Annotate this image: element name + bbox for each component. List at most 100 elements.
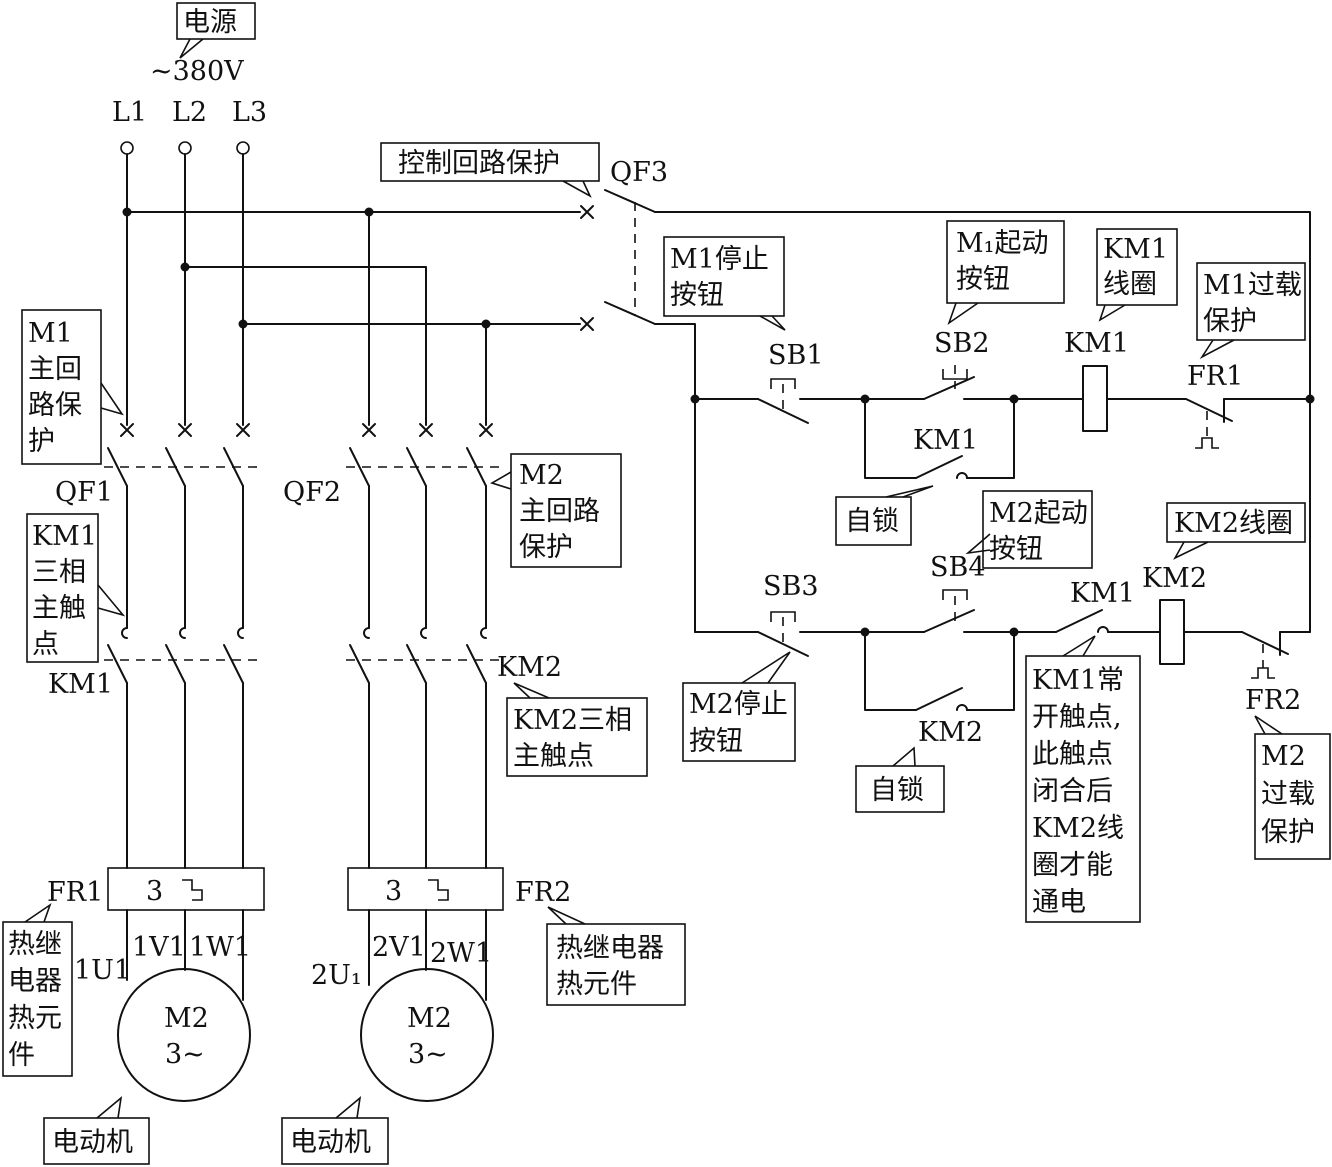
fr1-count: 3 (146, 876, 163, 907)
fr1-label: FR1 (47, 877, 103, 908)
svg-text:热元件: 热元件 (556, 969, 637, 1000)
km1-main-label: KM1 (48, 669, 113, 700)
svg-text:点: 点 (32, 629, 59, 660)
callout-m2-overload: M2 过载 保护 (1254, 715, 1331, 860)
km2-selflock-label: KM2 (918, 717, 983, 748)
callout-km1-main-contacts: KM1 三相 主触 点 (26, 513, 126, 663)
motor-1-terminal-w: 1W1 (189, 932, 251, 963)
svg-text:主触: 主触 (32, 593, 86, 624)
svg-text:热元: 热元 (8, 1003, 62, 1034)
callout-self-lock-1: 自锁 (835, 485, 934, 546)
svg-text:M2起动: M2起动 (989, 498, 1088, 529)
svg-text:主回: 主回 (28, 354, 82, 385)
svg-text:保护: 保护 (1203, 306, 1257, 337)
svg-text:闭合后: 闭合后 (1032, 776, 1113, 807)
svg-text:按钮: 按钮 (956, 264, 1010, 295)
motor-1: M2 3~ 1U1 1V1 1W1 (74, 932, 251, 1102)
svg-text:路保: 路保 (28, 390, 82, 421)
svg-text:热继电器: 热继电器 (556, 933, 664, 964)
svg-text:此触点: 此触点 (1032, 739, 1113, 770)
km1-coil-label: KM1 (1064, 328, 1129, 359)
qf2-breaker: QF2 (283, 423, 505, 629)
km1-interlock-label: KM1 (1070, 578, 1135, 609)
svg-text:护: 护 (28, 426, 55, 457)
svg-text:M₁起动: M₁起动 (956, 228, 1048, 259)
motor-2-phase: 3~ (408, 1039, 448, 1070)
svg-text:保护: 保护 (519, 532, 573, 563)
svg-text:M2停止: M2停止 (689, 689, 788, 720)
fr2-nc-label: FR2 (1245, 685, 1301, 716)
sb2-label: SB2 (934, 328, 990, 359)
svg-text:KM2线圈: KM2线圈 (1174, 508, 1293, 539)
svg-text:过载: 过载 (1261, 779, 1315, 810)
supply-voltage: ~380V (150, 56, 244, 87)
km2-main-label: KM2 (497, 652, 562, 683)
svg-text:电动机: 电动机 (290, 1127, 371, 1158)
qf3-label: QF3 (610, 157, 668, 188)
motor-2: M2 3~ 2U₁ 2V1 2W1 (311, 932, 494, 1102)
motor-1-terminal-u: 1U1 (74, 955, 131, 986)
qf3-breaker: QF3 控制回路保护 (380, 142, 668, 331)
fr1-thermal-element: 3 FR1 (47, 867, 265, 1001)
motor-2-terminal-v: 2V1 (372, 932, 426, 963)
phase-l2-label: L2 (172, 97, 207, 128)
callout-m2-main-protect: M2 主回路 保护 (490, 453, 622, 568)
callout-m1-overload: M1过载 保护 (1196, 262, 1306, 360)
main-bus (122, 153, 581, 426)
callout-km2-main-contacts: KM2三相 主触点 (506, 682, 648, 777)
svg-text:电器: 电器 (8, 966, 62, 997)
svg-text:M2: M2 (1261, 741, 1306, 772)
fr2-thermal-element: 3 FR2 (347, 867, 571, 1001)
callout-control-protect: 控制回路保护 (398, 148, 560, 179)
svg-text:KM2线: KM2线 (1032, 813, 1124, 844)
motor-2-terminal-u: 2U₁ (311, 960, 362, 991)
qf1-label: QF1 (55, 477, 113, 508)
callout-m1-start-button: M₁起动 按钮 (946, 220, 1065, 326)
svg-text:自锁: 自锁 (870, 775, 924, 806)
sb4-label: SB4 (930, 552, 986, 583)
svg-text:自锁: 自锁 (845, 506, 899, 537)
callout-fr1-element: 热继 电器 热元 件 (2, 902, 73, 1077)
sb3-label: SB3 (763, 571, 819, 602)
svg-text:KM1: KM1 (1103, 234, 1168, 265)
power-supply: 电源 ~380V L1 L2 L3 (112, 2, 267, 155)
callout-m1-main-protect: M1 主回 路保 护 (21, 309, 124, 465)
callout-motor-2: 电动机 (281, 1096, 389, 1165)
callout-km2-coil: KM2线圈 (1166, 502, 1306, 560)
svg-text:M1过载: M1过载 (1203, 270, 1302, 301)
motor-1-name: M2 (164, 1003, 209, 1034)
km2-coil-label: KM2 (1142, 563, 1207, 594)
svg-text:按钮: 按钮 (989, 534, 1043, 565)
phase-l1-label: L1 (112, 97, 147, 128)
callout-m1-stop-button: M1停止 按钮 (663, 236, 786, 331)
motor-2-terminal-w: 2W1 (430, 938, 492, 969)
svg-text:通电: 通电 (1032, 887, 1086, 918)
svg-text:主回路: 主回路 (519, 496, 600, 527)
callout-m2-stop-button: M2停止 按钮 (682, 651, 796, 762)
km1-selflock-label: KM1 (913, 425, 978, 456)
phase-l3-label: L3 (232, 97, 267, 128)
motor-1-terminal-v: 1V1 (132, 932, 186, 963)
callout-power-source: 电源 (183, 7, 237, 38)
fr2-label: FR2 (515, 877, 571, 908)
svg-text:线圈: 线圈 (1103, 269, 1157, 300)
svg-text:按钮: 按钮 (689, 726, 743, 757)
svg-text:按钮: 按钮 (670, 280, 724, 311)
svg-text:KM2三相: KM2三相 (513, 705, 632, 736)
svg-text:三相: 三相 (32, 557, 86, 588)
svg-text:件: 件 (8, 1040, 35, 1071)
callout-km1-coil: KM1 线圈 (1096, 228, 1178, 322)
callout-km1-no-contact: KM1常 开触点, 此触点 闭合后 KM2线 圈才能 通电 (1025, 635, 1141, 923)
svg-text:开触点,: 开触点, (1032, 702, 1122, 733)
svg-text:KM1: KM1 (32, 521, 97, 552)
svg-text:M2: M2 (519, 460, 564, 491)
svg-text:圈才能: 圈才能 (1032, 850, 1113, 881)
km2-main-contacts: KM2 (346, 627, 562, 869)
qf1-breaker: QF1 (55, 423, 262, 629)
control-circuit: SB1 SB2 KM1 KM1 FR1 SB3 (654, 211, 1315, 748)
svg-text:M1停止: M1停止 (670, 244, 769, 275)
svg-text:M1: M1 (28, 318, 73, 349)
callout-fr2-element: 热继电器 热元件 (546, 906, 686, 1006)
callout-m2-start-button: M2起动 按钮 (965, 490, 1093, 569)
